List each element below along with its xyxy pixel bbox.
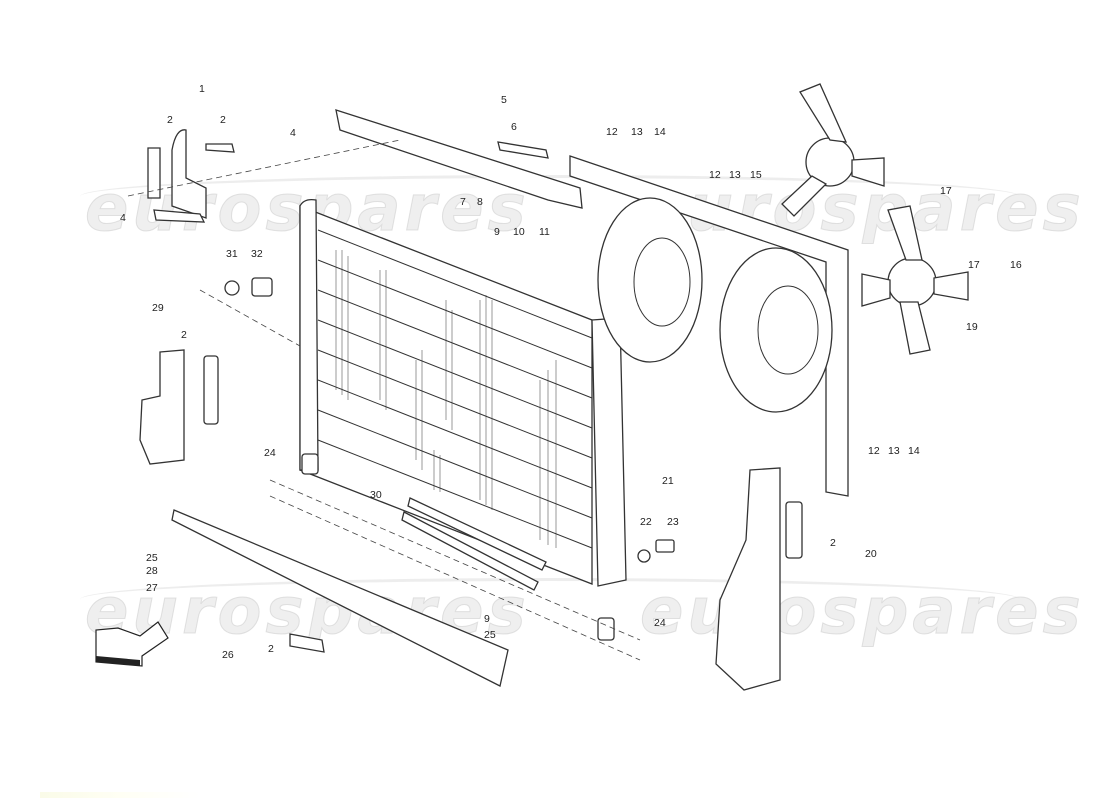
assembly-lines xyxy=(127,139,641,661)
right-side-bracket[interactable] xyxy=(715,467,803,691)
part-number-callout[interactable]: 19 xyxy=(966,321,978,333)
thermoswitch[interactable] xyxy=(224,277,273,297)
part-number-callout[interactable]: 5 xyxy=(501,94,507,106)
radiator-core[interactable] xyxy=(299,198,627,587)
part-number-callout[interactable]: 12 xyxy=(709,169,721,181)
seal-strips[interactable] xyxy=(401,497,547,591)
part-number-callout[interactable]: 11 xyxy=(539,226,550,238)
part-number-callout[interactable]: 2 xyxy=(268,643,274,655)
part-number-callout[interactable]: 17 xyxy=(940,185,952,197)
part-number-callout[interactable]: 9 xyxy=(494,226,500,238)
part-number-callout[interactable]: 24 xyxy=(654,617,666,629)
part-number-callout[interactable]: 29 xyxy=(152,302,164,314)
part-number-callout[interactable]: 4 xyxy=(120,212,126,224)
part-number-callout[interactable]: 25 xyxy=(484,629,496,641)
upper-crossmember[interactable] xyxy=(335,109,583,209)
fan-shroud[interactable] xyxy=(569,155,849,497)
part-number-callout[interactable]: 27 xyxy=(146,582,158,594)
part-number-callout[interactable]: 12 xyxy=(606,126,618,138)
part-number-callout[interactable]: 28 xyxy=(146,565,158,577)
part-number-callout[interactable]: 17 xyxy=(968,259,980,271)
part-number-callout[interactable]: 15 xyxy=(750,169,762,181)
left-side-bracket[interactable] xyxy=(139,349,219,465)
part-number-callout[interactable]: 24 xyxy=(264,447,276,459)
part-number-callout[interactable]: 20 xyxy=(865,548,877,560)
part-number-callout[interactable]: 2 xyxy=(181,329,187,341)
part-number-callout[interactable]: 12 xyxy=(868,445,880,457)
part-number-callout[interactable]: 30 xyxy=(370,489,382,501)
part-number-callout[interactable]: 9 xyxy=(484,613,490,625)
left-upper-bracket[interactable] xyxy=(147,129,235,223)
footer-strip xyxy=(40,792,200,798)
drain-plug[interactable] xyxy=(637,539,675,563)
part-number-callout[interactable]: 13 xyxy=(631,126,643,138)
part-number-callout[interactable]: 13 xyxy=(729,169,741,181)
part-number-callout[interactable]: 21 xyxy=(662,475,674,487)
part-number-callout[interactable]: 23 xyxy=(667,516,679,528)
part-number-callout[interactable]: 8 xyxy=(477,196,483,208)
part-number-callout[interactable]: 1 xyxy=(199,83,205,95)
part-number-callout[interactable]: 4 xyxy=(290,127,296,139)
part-number-callout[interactable]: 14 xyxy=(654,126,666,138)
part-number-callout[interactable]: 32 xyxy=(251,248,263,260)
part-number-callout[interactable]: 2 xyxy=(167,114,173,126)
part-number-callout[interactable]: 6 xyxy=(511,121,517,133)
part-number-callout[interactable]: 31 xyxy=(226,248,238,260)
lower-support-plate[interactable] xyxy=(171,509,509,687)
rubber-mounts[interactable] xyxy=(301,453,615,641)
part-number-callout[interactable]: 14 xyxy=(908,445,920,457)
part-number-callout[interactable]: 25 xyxy=(146,552,158,564)
front-direction-arrow xyxy=(95,621,169,667)
part-number-callout[interactable]: 2 xyxy=(220,114,226,126)
part-number-callout[interactable]: 22 xyxy=(640,516,652,528)
cooling-fans[interactable] xyxy=(781,83,969,355)
part-number-callout[interactable]: 13 xyxy=(888,445,900,457)
part-number-callout[interactable]: 7 xyxy=(460,196,466,208)
part-number-callout[interactable]: 16 xyxy=(1010,259,1022,271)
part-number-callout[interactable]: 10 xyxy=(513,226,525,238)
part-number-callout[interactable]: 26 xyxy=(222,649,234,661)
part-number-callout[interactable]: 2 xyxy=(830,537,836,549)
